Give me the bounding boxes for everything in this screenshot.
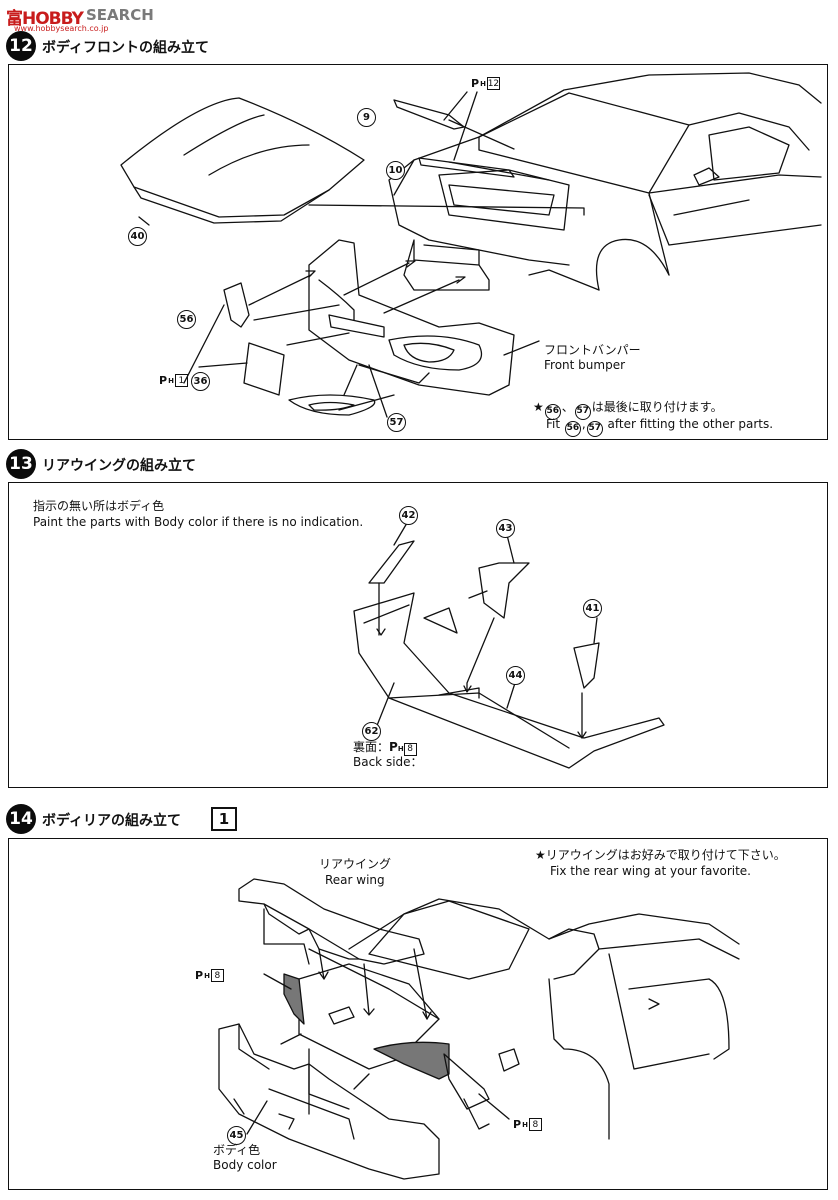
paint-code-box: 8 [210, 969, 224, 982]
paint-code-box: 8 [528, 1118, 542, 1131]
paint-code-letter: P [389, 740, 398, 754]
part-43-callout: 43 [496, 519, 515, 538]
note-text: after fitting the other parts. [603, 417, 774, 431]
step-14-panel: ★リアウイングはお好みで取り付けて下さい。 Fix the rear wing … [8, 838, 828, 1190]
paint-code-box: 1 [174, 374, 188, 387]
paint-code-box: 8 [403, 743, 417, 756]
separator: , [581, 417, 586, 431]
step-title: ボディリアの組み立て [42, 813, 182, 829]
part-56-callout: 56 [177, 310, 196, 329]
front-assembly-diagram [120, 72, 822, 418]
paint-code-sub: H [168, 376, 174, 385]
note-text: Fit [546, 417, 564, 431]
part-56-inline: 56 [564, 420, 581, 437]
part-56-inline: 56 [544, 403, 561, 420]
rear-wing-label-jp: リアウイング [319, 857, 392, 871]
part-57-inline: 57 [574, 403, 591, 420]
rear-assembly-diagram [218, 878, 740, 1180]
fit-last-note-en: Fit 56,57 after fitting the other parts. [546, 416, 773, 437]
part-40-callout: 40 [128, 227, 147, 246]
back-side-en: Back side： [353, 755, 423, 769]
front-bumper-jp: フロントバンパー [544, 343, 641, 357]
paint-code-sub: H [522, 1120, 528, 1129]
paint-code-letter: P [195, 969, 204, 982]
step-number: 13 [6, 449, 36, 479]
body-color-jp: ボディ色 [213, 1143, 261, 1157]
part-57-inline: 57 [586, 420, 603, 437]
paint-code-box: 12 [486, 77, 500, 90]
front-bumper-en: Front bumper [544, 358, 626, 372]
paint-code-sub: H [397, 745, 404, 753]
paint-code-sub: H [480, 79, 486, 88]
paint-note-jp: 指示の無い所はボディ色 [33, 499, 165, 513]
rear-wing-label-en: Rear wing [325, 873, 385, 887]
paint-note-en: Paint the parts with Body color if there… [33, 515, 364, 529]
step-13-panel: 指示の無い所はボディ色 Paint the parts with Body co… [8, 482, 828, 788]
watermark-logo: 富HOBBY [6, 9, 84, 29]
paint-code-letter: P [471, 77, 480, 90]
step-number: 12 [6, 31, 36, 61]
sub-step-box: 1 [211, 807, 237, 831]
note-text: は最後に取り付けます。 [591, 400, 723, 414]
part-9-callout: 9 [357, 108, 376, 127]
back-side-label: 裏面： [353, 740, 390, 754]
part-36-callout: 36 [191, 372, 210, 391]
watermark-url: www.hobbysearch.co.jp [14, 24, 109, 33]
paint-code-letter: P [159, 374, 168, 387]
star-mark: ★ [533, 400, 544, 414]
rear-wing-note-jp: ★リアウイングはお好みで取り付けて下さい。 [535, 848, 786, 862]
part-41-callout: 41 [583, 599, 602, 618]
rear-wing-note-en: Fix the rear wing at your favorite. [550, 864, 751, 878]
part-44-callout: 44 [506, 666, 525, 685]
paint-code-letter: P [513, 1118, 522, 1131]
rear-wing-diagram [353, 522, 665, 769]
body-color-en: Body color [213, 1158, 277, 1172]
watermark-search: SEARCH [86, 6, 154, 24]
watermark: 富HOBBY SEARCH www.hobbysearch.co.jp [6, 4, 206, 36]
step-number: 14 [6, 804, 36, 834]
part-42-callout: 42 [399, 506, 418, 525]
separator: 、 [561, 400, 574, 414]
part-45-callout: 45 [227, 1126, 246, 1145]
step-title: リアウイングの組み立て [42, 458, 196, 474]
part-57-callout: 57 [387, 413, 406, 432]
step-title: ボディフロントの組み立て [42, 40, 210, 56]
part-10-callout: 10 [386, 161, 405, 180]
paint-code-sub: H [204, 971, 210, 980]
part-62-callout: 62 [362, 722, 381, 741]
